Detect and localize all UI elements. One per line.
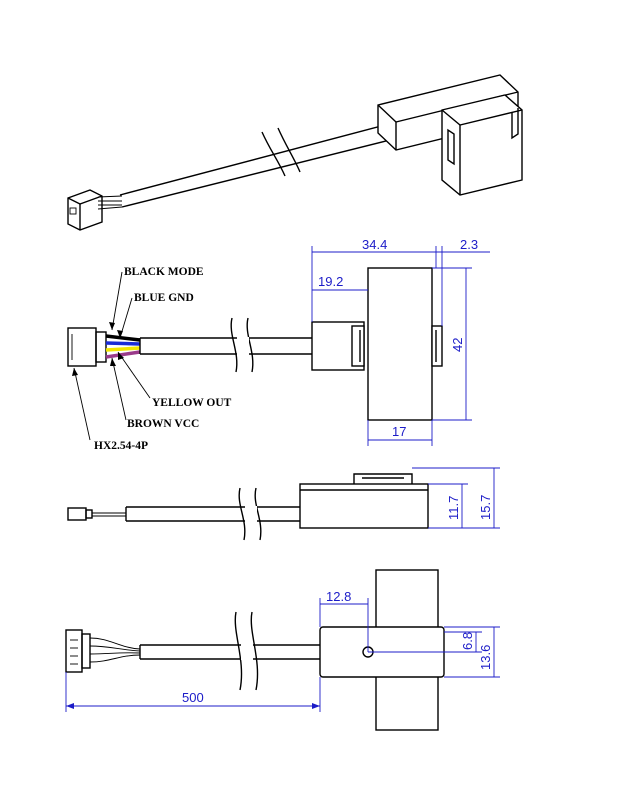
dim-offset-left: 19.2 (318, 274, 343, 289)
side-body (299, 483, 429, 529)
wire-yellow (105, 346, 141, 352)
bottom-view: 12.8 6.8 13.6 500 (65, 569, 500, 731)
dim-height: 42 (450, 338, 465, 352)
label-blue-gnd: BLUE GND (134, 292, 194, 304)
isometric-view (67, 74, 523, 231)
dim-core-width: 17 (392, 424, 406, 439)
label-black-mode: BLACK MODE (124, 266, 204, 278)
label-yellow-out: YELLOW OUT (152, 397, 232, 409)
dim-thickness-inner: 11.7 (446, 496, 461, 520)
dim-body-height: 13.6 (478, 645, 493, 670)
side-view: 11.7 15.7 (67, 467, 500, 541)
top-view: BLACK MODE BLUE GND YELLOW OUT BROWN VCC… (67, 237, 490, 452)
core-body (367, 267, 433, 421)
dim-cable-length: 500 (182, 690, 204, 705)
label-connector: HX2.54-4P (94, 440, 148, 452)
dim-hole-height: 6.8 (460, 632, 475, 650)
dim-hole-offset: 12.8 (326, 589, 351, 604)
dim-offset-right: 2.3 (460, 237, 478, 252)
wire-brown (105, 350, 141, 359)
wire-black (105, 334, 141, 342)
label-brown-vcc: BROWN VCC (127, 418, 199, 430)
dim-thickness-outer: 15.7 (478, 495, 493, 520)
dim-width-total: 34.4 (362, 237, 387, 252)
wire-blue (105, 341, 141, 346)
